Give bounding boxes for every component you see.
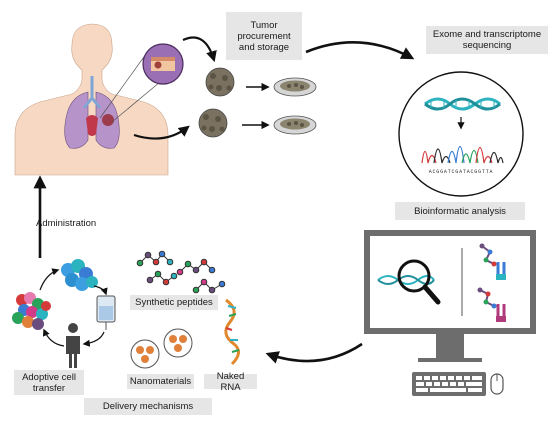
keyboard (412, 372, 486, 396)
petri-dish-bottom (273, 115, 317, 135)
tumor-sample-top (205, 67, 235, 97)
label-sequencing: Exome and transcriptome sequencing (426, 26, 548, 54)
arrow-biopsy-bottom (133, 125, 190, 140)
label-tumor-procurement: Tumor procurement and storage (226, 12, 302, 60)
t-cells-cluster-icon (61, 259, 98, 291)
computer-monitor (364, 230, 536, 362)
label-naked-rna: Naked RNA (204, 371, 257, 393)
chromatogram-icon (421, 145, 504, 164)
nanomaterials-icon (130, 328, 193, 369)
iv-bag-icon (96, 295, 116, 330)
synthetic-peptides-icon (136, 250, 226, 294)
antigen-receptor-icon (479, 243, 506, 280)
label-delivery-mechanisms: Delivery mechanisms (84, 398, 212, 415)
label-administration: Administration (36, 218, 97, 229)
mouse (490, 373, 504, 395)
person-icon (66, 323, 80, 368)
sequencing-circle (398, 71, 524, 197)
label-bioinformatic-analysis: Bioinformatic analysis (395, 202, 525, 220)
cycle-arrow-1 (39, 268, 60, 291)
magnifier-dna-icon (377, 259, 441, 305)
antigen-receptor-icon-2 (477, 287, 506, 322)
lungs-icon (64, 76, 120, 149)
patient-torso (14, 23, 169, 176)
label-adoptive-cell-transfer: Adoptive cell transfer (14, 370, 84, 395)
naked-rna-icon (224, 298, 240, 366)
sequence-text: ACGGATCGATACGGTTA (429, 169, 494, 175)
dna-helix-icon (424, 97, 501, 111)
cycle-arrow-4 (42, 328, 65, 347)
label-nanomaterials: Nanomaterials (127, 374, 194, 389)
cycle-arrow-3 (82, 331, 105, 347)
arrow-to-delivery (265, 342, 363, 364)
petri-dish-top (273, 77, 317, 97)
arrow-to-sequencing (305, 41, 415, 60)
tissue-magnifier-icon (99, 43, 184, 123)
arrow-biopsy-top (182, 36, 217, 63)
tumor-cells-cluster-icon (12, 292, 51, 330)
label-synthetic-peptides: Synthetic peptides (130, 295, 218, 310)
cycle-arrow-2 (93, 285, 108, 296)
tumor-sample-bottom (198, 108, 228, 138)
